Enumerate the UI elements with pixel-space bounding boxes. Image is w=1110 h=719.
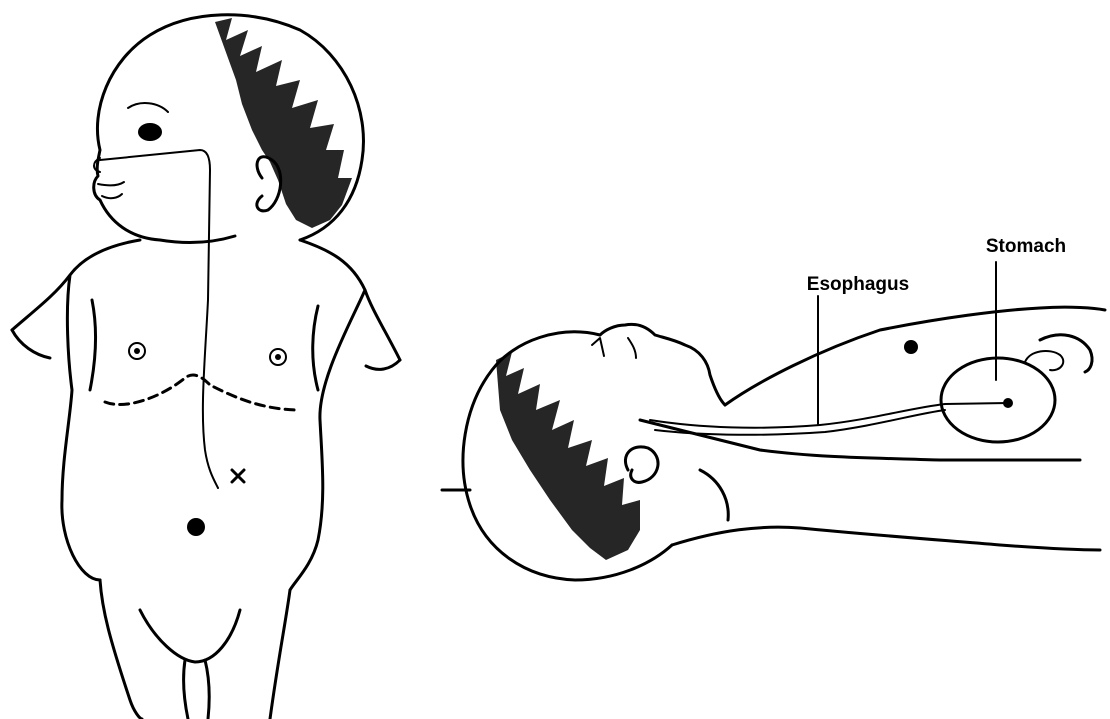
infant-left-nipple-center [134, 348, 140, 354]
reclined-nipple [904, 340, 918, 354]
reclined-infant-figure: Stomach Esophagus [442, 236, 1105, 580]
esophagus-label: Esophagus [807, 274, 909, 295]
infant-navel [187, 518, 205, 536]
reclined-body-upper [725, 307, 1105, 405]
reclined-ear [625, 447, 658, 483]
infant-right-nipple-center [275, 354, 281, 360]
infant-brow [128, 103, 168, 112]
esophagus-tube [650, 403, 1008, 428]
reclined-hair [496, 352, 640, 560]
reclined-lip [628, 338, 636, 358]
stomach-curl [1025, 351, 1063, 370]
reclined-eye [592, 338, 604, 356]
insertion-mark [232, 470, 244, 482]
infant-eye [138, 123, 162, 141]
infant-legs [100, 580, 290, 719]
stomach-label: Stomach [986, 236, 1066, 257]
upright-infant-figure [12, 15, 400, 719]
infant-left-arm [12, 300, 96, 390]
infant-torso-outline [12, 240, 400, 590]
reclined-body-lower [672, 527, 1100, 550]
reclined-shoulder [700, 470, 728, 520]
stomach-shape [941, 358, 1055, 442]
reclined-face-profile [600, 324, 725, 405]
infant-hair [215, 18, 352, 228]
reclined-arm [1040, 335, 1092, 372]
infant-ear [257, 157, 281, 211]
feeding-tube-upright [100, 150, 218, 488]
esophagus-tube-wall [655, 410, 945, 435]
